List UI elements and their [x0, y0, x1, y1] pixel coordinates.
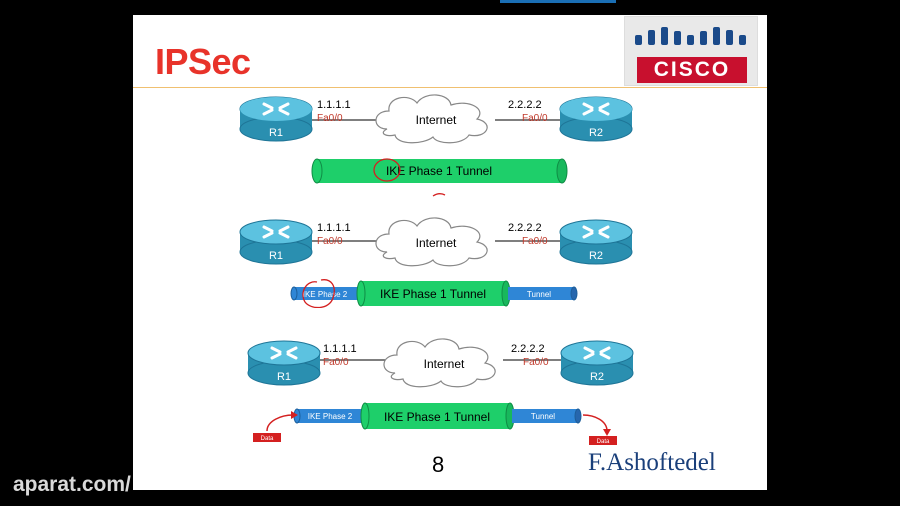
- router-r1-label: R1: [269, 127, 283, 139]
- annotation-circle: [373, 158, 401, 182]
- cloud-label: Internet: [424, 357, 465, 371]
- router-r1-icon: R1: [247, 340, 321, 386]
- diagram-ipsec-data: R1 R2 Internet 1.1.1.1 Fa0/0 2.2.2.2 Fa0…: [247, 338, 634, 445]
- cisco-logo: CISCO: [624, 16, 758, 86]
- ip-right: 2.2.2.2: [508, 222, 542, 234]
- phase2-tunnel-left: IKE Phase 2: [290, 286, 360, 301]
- slide-title: IPSec: [155, 41, 251, 82]
- iface-left: Fa0/0: [317, 236, 343, 247]
- tunnel-label: Tunnel: [531, 412, 555, 421]
- annotation-circle: [302, 279, 335, 308]
- data-arrow-right: Data: [582, 414, 617, 445]
- ip-left: 1.1.1.1: [317, 99, 351, 111]
- ip-right: 2.2.2.2: [508, 99, 542, 111]
- router-r2-icon: R2: [559, 96, 633, 142]
- router-r2-label: R2: [589, 250, 603, 262]
- slide: IPSec CISCO R1: [133, 15, 767, 490]
- phase2-label: IKE Phase 2: [303, 290, 348, 299]
- ip-right: 2.2.2.2: [511, 343, 545, 355]
- phase1-label: IKE Phase 1 Tunnel: [386, 164, 492, 178]
- watermark: aparat.com/: [13, 473, 131, 496]
- diagram-ike-phase1: R1 R2 Internet 1.1.1.1 Fa0/0 2.2.2.2 Fa0…: [237, 93, 637, 197]
- tunnel-label: Tunnel: [527, 290, 551, 299]
- router-r2-icon: R2: [560, 340, 634, 386]
- iface-right: Fa0/0: [523, 357, 549, 368]
- iface-left: Fa0/0: [317, 113, 343, 124]
- ip-left: 1.1.1.1: [323, 343, 357, 355]
- author-name: F.Ashoftedel: [588, 449, 716, 476]
- page-number: 8: [432, 452, 445, 477]
- ipsec-tunnel-right: Tunnel: [512, 408, 582, 424]
- title-divider: [133, 87, 767, 88]
- ipsec-tunnel-right: Tunnel: [508, 286, 578, 301]
- cisco-logo-text: CISCO: [637, 57, 747, 83]
- phase1-tunnel: IKE Phase 1 Tunnel: [360, 402, 515, 430]
- router-r1-icon: R1: [239, 219, 313, 265]
- router-r1-icon: R1: [239, 96, 313, 142]
- internet-cloud-icon: Internet: [375, 94, 488, 144]
- phase2-label: IKE Phase 2: [308, 412, 353, 421]
- iface-right: Fa0/0: [522, 236, 548, 247]
- cloud-label: Internet: [416, 236, 457, 250]
- router-r1-label: R1: [269, 250, 283, 262]
- router-r2-label: R2: [590, 371, 604, 383]
- phase1-tunnel: IKE Phase 1 Tunnel: [356, 280, 511, 307]
- ip-left: 1.1.1.1: [317, 222, 351, 234]
- cloud-label: Internet: [416, 113, 457, 127]
- data-label-right: Data: [597, 439, 610, 445]
- router-r1-label: R1: [277, 371, 291, 383]
- iface-right: Fa0/0: [522, 113, 548, 124]
- top-window-accent: [500, 0, 616, 3]
- phase2-tunnel-left: IKE Phase 2: [293, 408, 363, 424]
- data-label-left: Data: [261, 436, 274, 442]
- annotation-mark: [432, 193, 446, 197]
- phase1-tunnel: IKE Phase 1 Tunnel: [311, 158, 568, 184]
- diagram-ike-phase2: R1 R2 Internet 1.1.1.1 Fa0/0 2.2.2.2 Fa0…: [239, 217, 633, 308]
- router-r2-icon: R2: [559, 219, 633, 265]
- iface-left: Fa0/0: [323, 357, 349, 368]
- phase1-label: IKE Phase 1 Tunnel: [380, 287, 486, 301]
- phase1-label: IKE Phase 1 Tunnel: [384, 410, 490, 424]
- data-arrow-left: Data: [253, 411, 298, 442]
- internet-cloud-icon: Internet: [383, 338, 496, 388]
- internet-cloud-icon: Internet: [375, 217, 488, 267]
- router-r2-label: R2: [589, 127, 603, 139]
